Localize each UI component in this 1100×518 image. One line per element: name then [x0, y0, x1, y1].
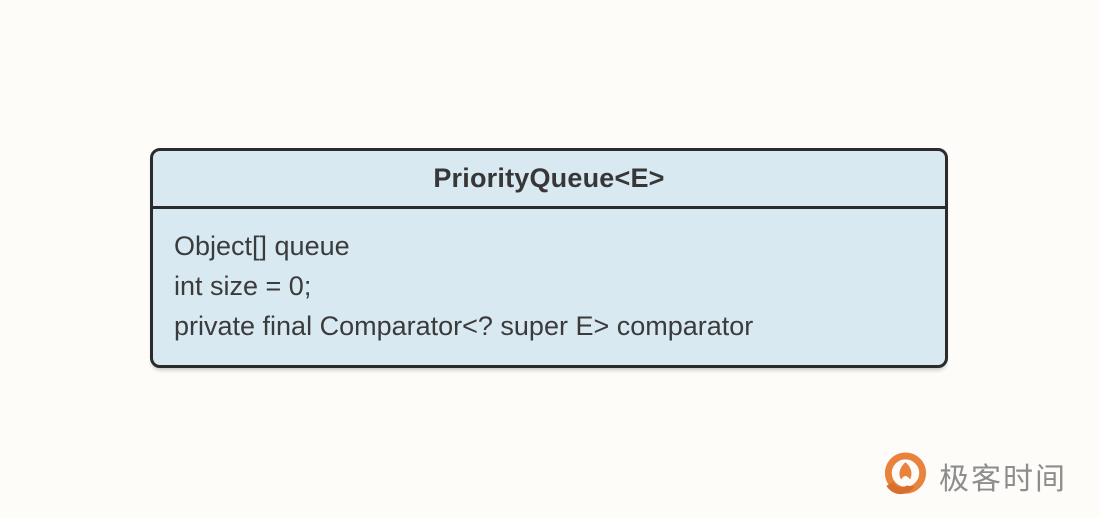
- uml-class-header: PriorityQueue<E>: [153, 151, 945, 209]
- brand-watermark: 极客时间: [881, 451, 1067, 501]
- class-field-comparator: private final Comparator<? super E> comp…: [174, 311, 754, 341]
- geek-time-logo-icon: [881, 451, 930, 501]
- class-field-queue: Object[] queue: [174, 231, 350, 261]
- uml-class-fields-section: Object[] queue int size = 0; private fin…: [153, 209, 945, 365]
- class-name-title: PriorityQueue<E>: [433, 163, 665, 193]
- brand-text: 极客时间: [939, 463, 1067, 496]
- uml-class-box: PriorityQueue<E> Object[] queue int size…: [150, 148, 948, 368]
- class-field-size: int size = 0;: [174, 271, 312, 301]
